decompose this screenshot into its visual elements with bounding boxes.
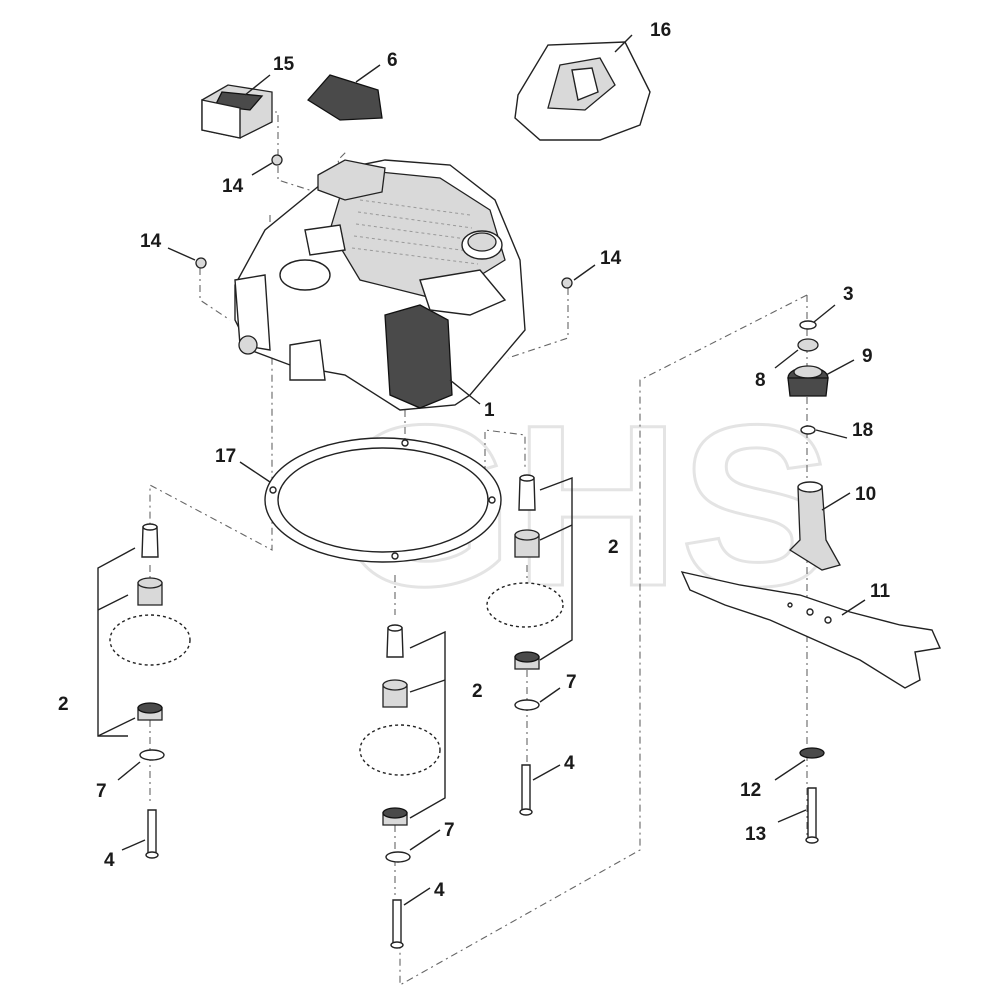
filter-pad [307, 74, 383, 121]
blade-boss [788, 481, 841, 571]
callout-4-right: 4 [564, 753, 575, 774]
callout-14-top: 14 [222, 176, 244, 197]
callout-12: 12 [740, 780, 761, 801]
nuts [195, 154, 573, 289]
callout-18: 18 [852, 420, 873, 441]
mount-kit-center [359, 624, 441, 949]
callout-13: 13 [745, 824, 766, 845]
gasket [264, 437, 502, 563]
mount-kit-left [109, 523, 191, 859]
callout-8: 8 [755, 370, 766, 391]
callout-2-right: 2 [608, 537, 619, 558]
callout-15: 15 [273, 54, 295, 75]
callout-4-center: 4 [434, 880, 445, 901]
battery [201, 84, 273, 139]
callout-11: 11 [870, 581, 891, 602]
callout-2-center: 2 [472, 681, 483, 702]
callout-1: 1 [484, 400, 495, 421]
callout-labels: 16 15 6 14 14 14 1 17 3 8 9 18 10 11 12 … [58, 20, 891, 901]
blade-washer-bolt [799, 747, 825, 844]
mount-kit-right [486, 474, 564, 816]
engine [234, 159, 526, 411]
leader-lines [117, 34, 866, 906]
blade-adapter-stack [787, 320, 829, 435]
callout-3: 3 [843, 284, 854, 305]
callout-6: 6 [387, 50, 398, 71]
group-brackets [97, 476, 573, 819]
callout-7-center: 7 [444, 820, 455, 841]
callout-7-left: 7 [96, 781, 107, 802]
callout-2-left: 2 [58, 694, 69, 715]
callout-17: 17 [215, 446, 236, 467]
callout-4-left: 4 [104, 850, 115, 871]
callout-10: 10 [855, 484, 876, 505]
mower-blade [680, 571, 942, 689]
engine-cover [514, 41, 651, 141]
callout-9: 9 [862, 346, 873, 367]
callout-14-right: 14 [600, 248, 622, 269]
callout-14-left: 14 [140, 231, 162, 252]
callout-16: 16 [650, 20, 671, 41]
callout-7-right: 7 [566, 672, 577, 693]
